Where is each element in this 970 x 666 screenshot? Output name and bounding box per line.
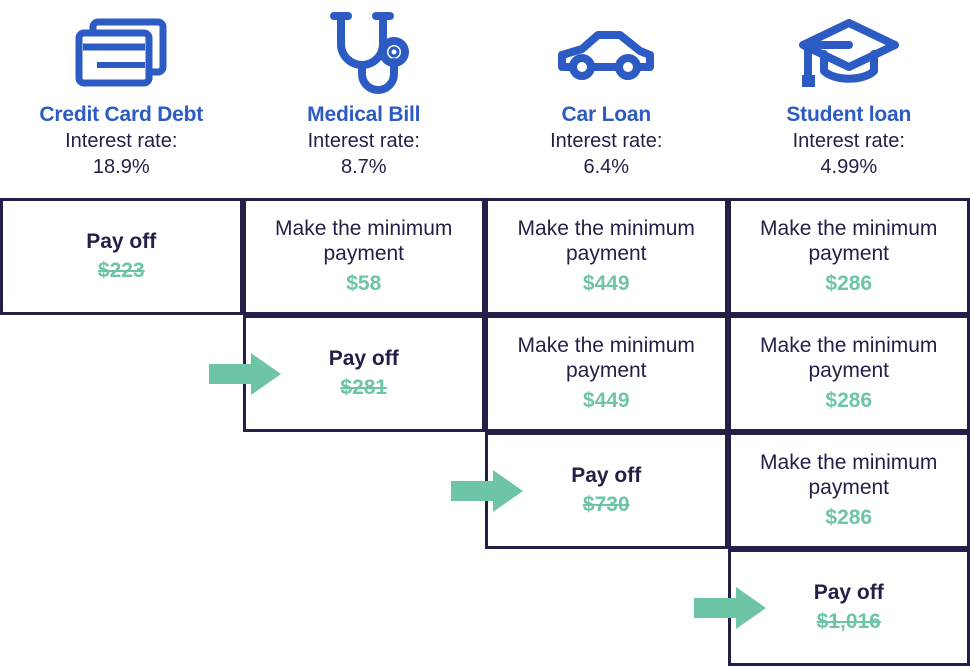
- plan-cell: Make the minimum payment $449: [485, 198, 728, 315]
- plan-cell-amount: $223: [98, 257, 145, 284]
- payoff-arrow-icon: [451, 468, 523, 514]
- plan-cell-amount: $1,016: [817, 608, 881, 635]
- interest-rate-value: 8.7%: [341, 155, 387, 180]
- interest-rate-value: 18.9%: [93, 155, 150, 180]
- interest-rate-label: Interest rate:: [550, 128, 662, 155]
- interest-rate-label: Interest rate:: [65, 128, 177, 155]
- graduation-cap-icon: [794, 8, 904, 100]
- debt-name: Credit Card Debt: [39, 102, 203, 128]
- debt-header-student-loan: Student loan Interest rate: 4.99%: [728, 0, 970, 180]
- plan-cell-amount: $286: [825, 504, 872, 531]
- payoff-arrow-icon: [209, 351, 281, 397]
- plan-cell-action: Pay off: [561, 463, 651, 489]
- plan-cell-action: Make the minimum payment: [731, 216, 968, 267]
- plan-cell-action: Pay off: [76, 229, 166, 255]
- interest-rate-value: 4.99%: [820, 155, 877, 180]
- plan-cell-amount: $286: [825, 270, 872, 297]
- plan-cell: Pay off$223: [0, 198, 243, 315]
- plan-cell-amount: $449: [583, 270, 630, 297]
- plan-cell-amount: $449: [583, 387, 630, 414]
- interest-rate-value: 6.4%: [583, 155, 629, 180]
- plan-cell-action: Make the minimum payment: [246, 216, 483, 267]
- plan-cell-amount: $281: [340, 374, 387, 401]
- debt-header: Credit Card Debt Interest rate: 18.9% Me…: [0, 0, 970, 198]
- plan-cell: Make the minimum payment $286: [728, 432, 970, 549]
- plan-cell-amount: $286: [825, 387, 872, 414]
- debt-name: Student loan: [786, 102, 911, 128]
- stethoscope-icon: [314, 8, 414, 100]
- debt-header-car-loan: Car Loan Interest rate: 6.4%: [485, 0, 728, 180]
- plan-cell-action: Pay off: [319, 346, 409, 372]
- credit-card-icon: [71, 8, 171, 100]
- plan-cell: Make the minimum payment $286: [728, 315, 970, 432]
- plan-cell-action: Make the minimum payment: [488, 216, 725, 267]
- car-icon: [552, 8, 660, 100]
- plan-cell-action: Pay off: [804, 580, 894, 606]
- plan-cell-action: Make the minimum payment: [731, 333, 968, 384]
- plan-cell-action: Make the minimum payment: [731, 450, 968, 501]
- payoff-arrow-icon: [694, 585, 766, 631]
- plan-cell-amount: $58: [346, 270, 381, 297]
- plan-cell: Make the minimum payment $449: [485, 315, 728, 432]
- plan-cell: Make the minimum payment $58: [243, 198, 486, 315]
- debt-name: Car Loan: [562, 102, 651, 128]
- debt-header-medical-bill: Medical Bill Interest rate: 8.7%: [243, 0, 486, 180]
- plan-cell: Make the minimum payment $286: [728, 198, 970, 315]
- debt-name: Medical Bill: [307, 102, 420, 128]
- plan-cell-amount: $730: [583, 491, 630, 518]
- interest-rate-label: Interest rate:: [308, 128, 420, 155]
- interest-rate-label: Interest rate:: [793, 128, 905, 155]
- plan-cell-action: Make the minimum payment: [488, 333, 725, 384]
- debt-header-credit-card: Credit Card Debt Interest rate: 18.9%: [0, 0, 243, 180]
